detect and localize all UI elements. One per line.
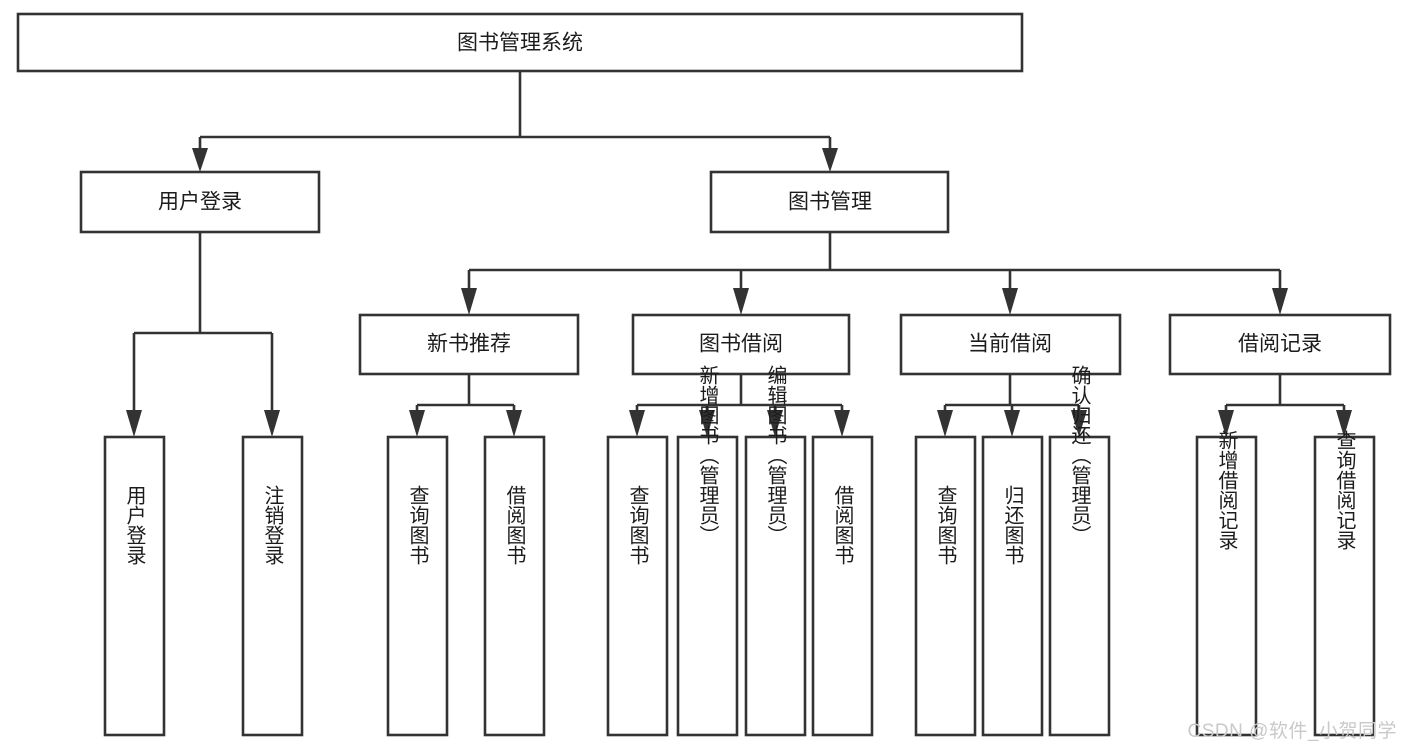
- node-leaf-user-login-label: 用户登录: [123, 485, 146, 565]
- arrow-head-leaf-borrow-book-2: [834, 410, 850, 437]
- arrow-head-borrow-record: [1272, 288, 1288, 315]
- arrow-head-leaf-add-record: [1218, 410, 1234, 437]
- node-leaf-query-book-1-box[interactable]: [386, 435, 449, 737]
- node-new-book-recommend-label: 新书推荐: [427, 333, 511, 356]
- node-leaf-borrow-book-1-label: 借阅图书: [503, 485, 526, 565]
- node-leaf-confirm-return-label: 确认归还（管理员）: [1068, 365, 1091, 545]
- node-leaf-return-book-box[interactable]: [981, 435, 1044, 737]
- connector-layer: [126, 71, 1352, 437]
- leaf-nodes-layer: [103, 435, 1376, 737]
- arrow-head-leaf-return-book: [1004, 410, 1020, 437]
- node-leaf-query-record-label: 查询借阅记录: [1333, 430, 1356, 550]
- node-current-borrow[interactable]: 当前借阅: [899, 313, 1122, 376]
- arrow-head-leaf-logout: [264, 410, 280, 437]
- node-book-manage-label: 图书管理: [788, 191, 872, 214]
- node-book-borrow-box[interactable]: [631, 313, 851, 376]
- node-book-borrow-label: 图书借阅: [699, 333, 783, 356]
- node-leaf-return-book-label: 归还图书: [1001, 485, 1024, 565]
- node-user-login-label: 用户登录: [158, 191, 242, 214]
- node-leaf-user-login-box[interactable]: [103, 435, 166, 737]
- node-leaf-query-record-box[interactable]: [1313, 435, 1376, 737]
- node-leaf-query-book-2-box[interactable]: [606, 435, 669, 737]
- node-leaf-add-book-box[interactable]: [676, 435, 739, 737]
- arrow-head-leaf-user-login: [126, 410, 142, 437]
- node-borrow-record[interactable]: 借阅记录: [1168, 313, 1392, 376]
- arrow-head-leaf-query-book-3: [937, 410, 953, 437]
- arrow-head-leaf-confirm-return: [1071, 410, 1087, 437]
- arrow-head-leaf-query-book-1: [409, 410, 425, 437]
- arrow-head-new-book-recommend: [461, 288, 477, 315]
- node-leaf-query-book-3-label: 查询图书: [934, 485, 957, 565]
- arrow-head-leaf-query-book-2: [629, 410, 645, 437]
- node-root-label: 图书管理系统: [457, 32, 583, 55]
- node-user-login-box[interactable]: [79, 170, 321, 234]
- csdn-watermark: CSDN @软件_小贺同学: [1187, 721, 1397, 742]
- node-leaf-borrow-book-1-box[interactable]: [483, 435, 546, 737]
- arrow-head-current-borrow: [1002, 288, 1018, 315]
- node-leaf-borrow-book-2-label: 借阅图书: [831, 485, 854, 565]
- node-new-book-recommend[interactable]: 新书推荐: [358, 313, 580, 376]
- node-leaf-edit-book-box[interactable]: [744, 435, 807, 737]
- node-root-box[interactable]: [16, 12, 1024, 73]
- node-borrow-record-box[interactable]: [1168, 313, 1392, 376]
- arrow-head-leaf-query-record: [1336, 410, 1352, 437]
- node-leaf-borrow-book-2-box[interactable]: [811, 435, 874, 737]
- arrow-head-book-manage: [822, 148, 838, 172]
- node-leaf-add-record-label: 新增借阅记录: [1215, 430, 1238, 550]
- node-book-borrow[interactable]: 图书借阅: [631, 313, 851, 376]
- node-leaf-confirm-return-box[interactable]: [1048, 435, 1111, 737]
- arrow-head-book-borrow: [733, 288, 749, 315]
- node-user-login[interactable]: 用户登录: [79, 170, 321, 234]
- node-leaf-add-book-label: 新增图书（管理员）: [696, 365, 719, 545]
- node-new-book-recommend-box[interactable]: [358, 313, 580, 376]
- node-leaf-add-record-box[interactable]: [1195, 435, 1258, 737]
- arrow-head-leaf-borrow-book-1: [506, 410, 522, 437]
- arrow-head-user-login: [192, 148, 208, 172]
- node-leaf-logout-label: 注销登录: [261, 485, 284, 565]
- leaf-labels-layer: 用户登录 注销登录 查询图书 借阅图书 查询图书 新增图书（管理员） 编辑图书（…: [123, 365, 1356, 565]
- node-book-manage-box[interactable]: [709, 170, 950, 234]
- node-book-manage[interactable]: 图书管理: [709, 170, 950, 234]
- node-leaf-logout-box[interactable]: [241, 435, 304, 737]
- node-root[interactable]: 图书管理系统: [16, 12, 1024, 73]
- node-current-borrow-box[interactable]: [899, 313, 1122, 376]
- arrow-head-leaf-edit-book: [767, 410, 783, 437]
- node-leaf-query-book-1-label: 查询图书: [406, 485, 429, 565]
- node-borrow-record-label: 借阅记录: [1238, 333, 1322, 356]
- node-leaf-query-book-3-box[interactable]: [914, 435, 977, 737]
- node-leaf-edit-book-label: 编辑图书（管理员）: [764, 365, 787, 545]
- node-leaf-query-book-2-label: 查询图书: [626, 485, 649, 565]
- arrow-head-leaf-add-book: [699, 410, 715, 437]
- node-current-borrow-label: 当前借阅: [968, 333, 1052, 356]
